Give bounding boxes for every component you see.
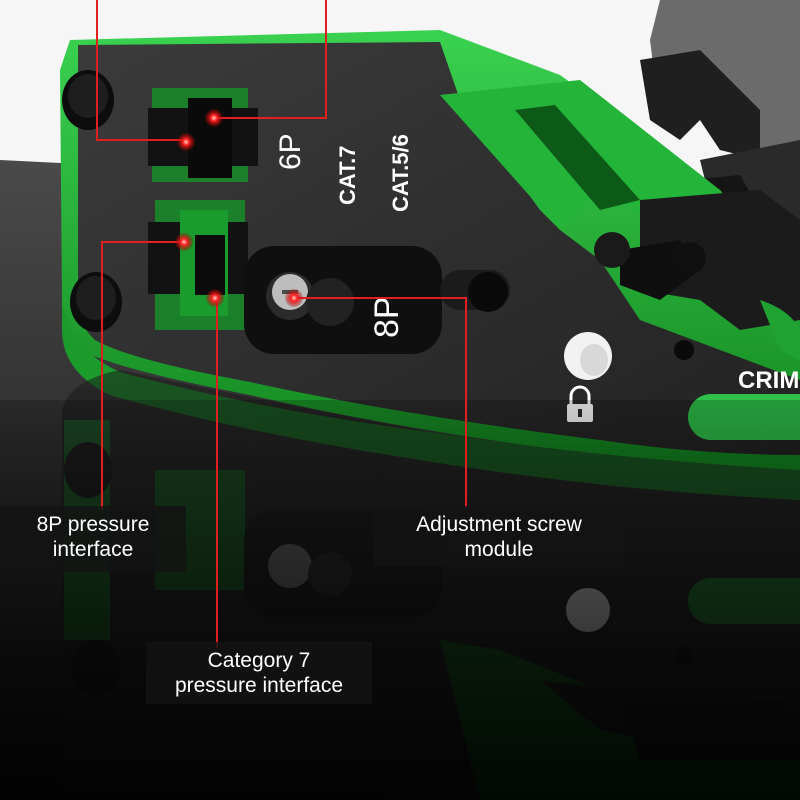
marker-dot — [205, 109, 223, 127]
marker-dot — [206, 289, 224, 307]
marker-dot — [177, 133, 195, 151]
callout-adjustment-screw-module: Adjustment screw module — [373, 506, 625, 566]
label-crimp: CRIM — [738, 367, 799, 394]
marker-dot — [175, 233, 193, 251]
die-slot-8p — [148, 200, 248, 330]
callout-category7-pressure-interface: Category 7 pressure interface — [146, 642, 372, 704]
reflection-fade — [0, 400, 800, 800]
label-cat56: CAT.5/6 — [388, 134, 413, 212]
label-6p: 6P — [274, 133, 307, 170]
lock-button — [564, 332, 694, 380]
callout-8p-pressure-interface: 8P pressure interface — [0, 506, 186, 572]
label-8p: 8P — [368, 296, 406, 338]
tool-body — [60, 30, 800, 470]
label-cat7: CAT.7 — [335, 146, 360, 206]
die-slot-6p — [148, 88, 258, 182]
red-marker-dots — [175, 109, 303, 307]
marker-dot — [285, 289, 303, 307]
leader-lines — [96, 0, 467, 648]
